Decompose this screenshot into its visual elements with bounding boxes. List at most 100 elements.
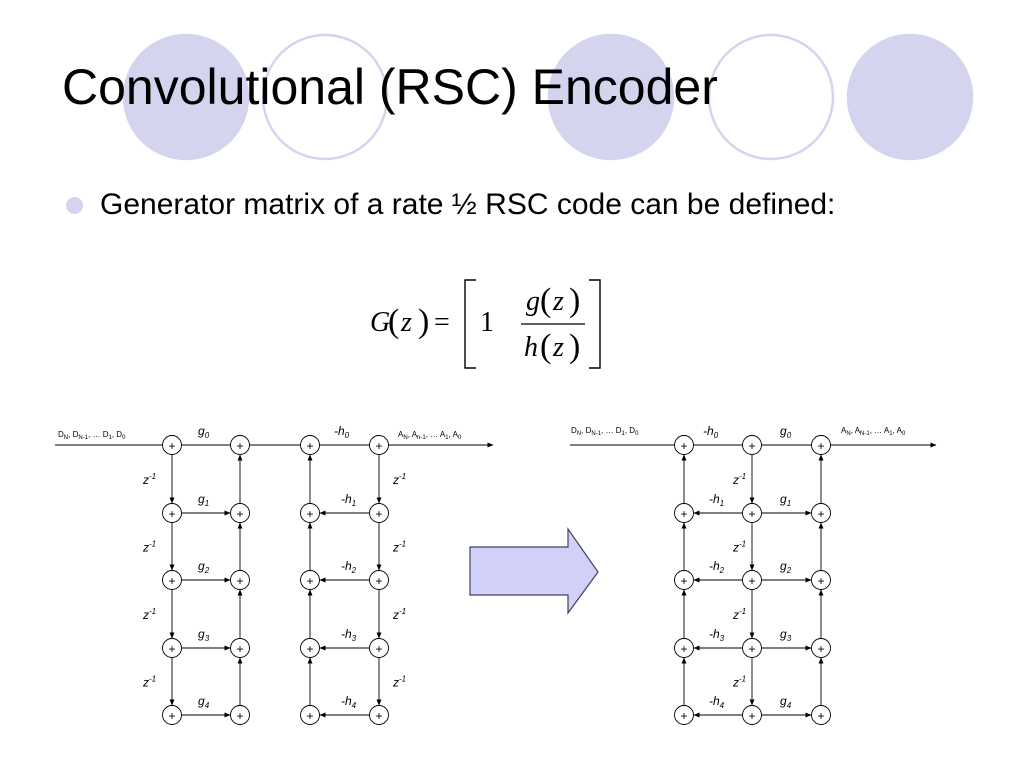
seq-text: A <box>398 430 404 439</box>
slide-title: Convolutional (RSC) Encoder <box>62 59 718 115</box>
adder-plus-label: + <box>168 507 175 521</box>
adder-node: + <box>742 638 762 658</box>
adder-node: + <box>811 705 831 725</box>
seq-text: , D <box>68 430 78 439</box>
adder-circle <box>674 705 694 725</box>
seq-subscript: N-1 <box>591 431 601 437</box>
g-coefficient-label: g4 <box>198 694 210 710</box>
label-base: g <box>780 424 787 438</box>
adder-plus-label: + <box>168 642 175 656</box>
label-base: -h <box>709 694 720 708</box>
adder-node: + <box>162 570 182 590</box>
adder-node: + <box>742 705 762 725</box>
adder-plus-label: + <box>236 642 243 656</box>
adder-node: + <box>230 638 250 658</box>
decor-ring <box>261 33 389 161</box>
label-exponent: -1 <box>149 540 156 549</box>
delay-label: z-1 <box>142 472 156 487</box>
eq-lhs-variable: z <box>401 307 412 338</box>
decor-filled-circle <box>122 33 250 161</box>
adder-plus-label: + <box>817 709 824 723</box>
label-subscript: 3 <box>787 634 792 643</box>
adder-node: + <box>742 503 762 523</box>
label-subscript: 1 <box>720 499 724 508</box>
adder-circle <box>369 705 389 725</box>
label-exponent: -1 <box>149 607 156 616</box>
adder-plus-label: + <box>748 507 755 521</box>
label-subscript: 4 <box>352 701 357 710</box>
adder-circle <box>811 570 831 590</box>
output-sequence-label: AN, An-1, … A1, A0 <box>398 430 462 441</box>
label-base: g <box>198 694 205 708</box>
seq-subscript: 1 <box>445 435 449 441</box>
label-subscript: 1 <box>787 499 791 508</box>
label-base: g <box>198 627 205 641</box>
label-subscript: 0 <box>345 431 350 440</box>
delay-label: z-1 <box>392 540 406 555</box>
eq-numerator-symbol: g <box>526 286 540 317</box>
adder-node: + <box>369 503 389 523</box>
delay-label: z-1 <box>142 540 156 555</box>
seq-text: , A <box>408 430 418 439</box>
eq-equals: = <box>434 307 450 338</box>
adder-circle <box>162 503 182 523</box>
adder-node: + <box>300 570 320 590</box>
seq-subscript: N <box>403 435 407 441</box>
seq-subscript: 0 <box>122 435 126 441</box>
adder-node: + <box>674 435 694 455</box>
g-coefficient-label: g0 <box>198 424 210 440</box>
label-exponent: -1 <box>149 472 156 481</box>
adder-node: + <box>742 570 762 590</box>
label-base: g <box>198 424 205 438</box>
adder-node: + <box>230 503 250 523</box>
adder-node: + <box>674 638 694 658</box>
label-base: g <box>780 559 787 573</box>
decor-filled-circle <box>846 33 974 161</box>
seq-text: , D <box>112 430 122 439</box>
adder-node: + <box>230 435 250 455</box>
g-coefficient-label: g3 <box>198 627 210 643</box>
seq-text: , … D <box>88 430 109 439</box>
seq-subscript: 1 <box>621 431 625 437</box>
eq-left-bracket <box>464 279 476 369</box>
label-base: -h <box>334 424 345 438</box>
adder-node: + <box>162 638 182 658</box>
eq-den-close-paren: ) <box>569 328 581 365</box>
label-base: z <box>142 541 149 555</box>
seq-subscript: n-1 <box>417 435 426 441</box>
seq-text: , … D <box>601 426 622 435</box>
adder-node: + <box>230 570 250 590</box>
seq-subscript: N <box>577 431 581 437</box>
eq-lhs-symbol: G <box>370 307 391 338</box>
g-coefficient-label: g1 <box>780 492 791 508</box>
h-coefficient-label: -h2 <box>709 559 725 575</box>
adder-plus-label: + <box>817 507 824 521</box>
adder-node: + <box>674 705 694 725</box>
transform-arrow <box>469 527 599 615</box>
adder-circle <box>230 638 250 658</box>
label-subscript: 2 <box>204 566 210 575</box>
output-sequence-label: AN, AN-1, … A1, A0 <box>841 426 906 437</box>
eq-den-open-paren: ( <box>540 328 552 365</box>
g-coefficient-label: g0 <box>780 424 792 440</box>
seq-text: D <box>571 426 577 435</box>
adder-circle <box>162 705 182 725</box>
adder-plus-label: + <box>817 574 824 588</box>
label-subscript: 0 <box>714 431 719 440</box>
label-base: z <box>732 473 739 487</box>
adder-node: + <box>742 435 762 455</box>
seq-subscript: N-1 <box>78 435 88 441</box>
label-base: g <box>780 492 787 506</box>
adder-plus-label: + <box>168 574 175 588</box>
adder-circle <box>369 638 389 658</box>
label-subscript: 4 <box>787 701 792 710</box>
adder-plus-label: + <box>817 642 824 656</box>
adder-circle <box>811 503 831 523</box>
adder-plus-label: + <box>236 507 243 521</box>
seq-text: , … A <box>426 430 446 439</box>
adder-node: + <box>300 503 320 523</box>
decorative-circles <box>122 33 974 161</box>
label-base: g <box>780 627 787 641</box>
eq-denominator-symbol: h <box>524 332 538 363</box>
